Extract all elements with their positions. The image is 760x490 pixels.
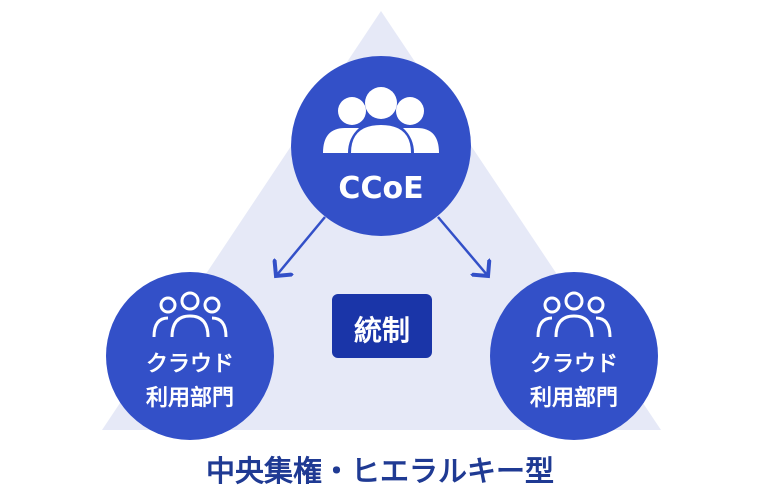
arrow-right [437,216,488,276]
group-people-icon [323,87,439,153]
right-department-node [490,272,658,440]
group-people-outline-icon [152,291,228,338]
diagram-caption: 中央集権・ヒエラルキー型 [205,454,554,488]
right-node-line1: クラウド [529,352,618,377]
control-box [332,294,432,358]
left-node-line1: クラウド [145,352,234,377]
right-node-line2: 利用部門 [529,386,618,411]
control-label: 統制 [353,314,410,347]
group-people-outline-icon [536,291,612,338]
arrow-left [276,216,326,276]
left-department-node [106,272,274,440]
left-node-line2: 利用部門 [145,386,234,411]
ccoe-label: CCoE [338,171,424,206]
